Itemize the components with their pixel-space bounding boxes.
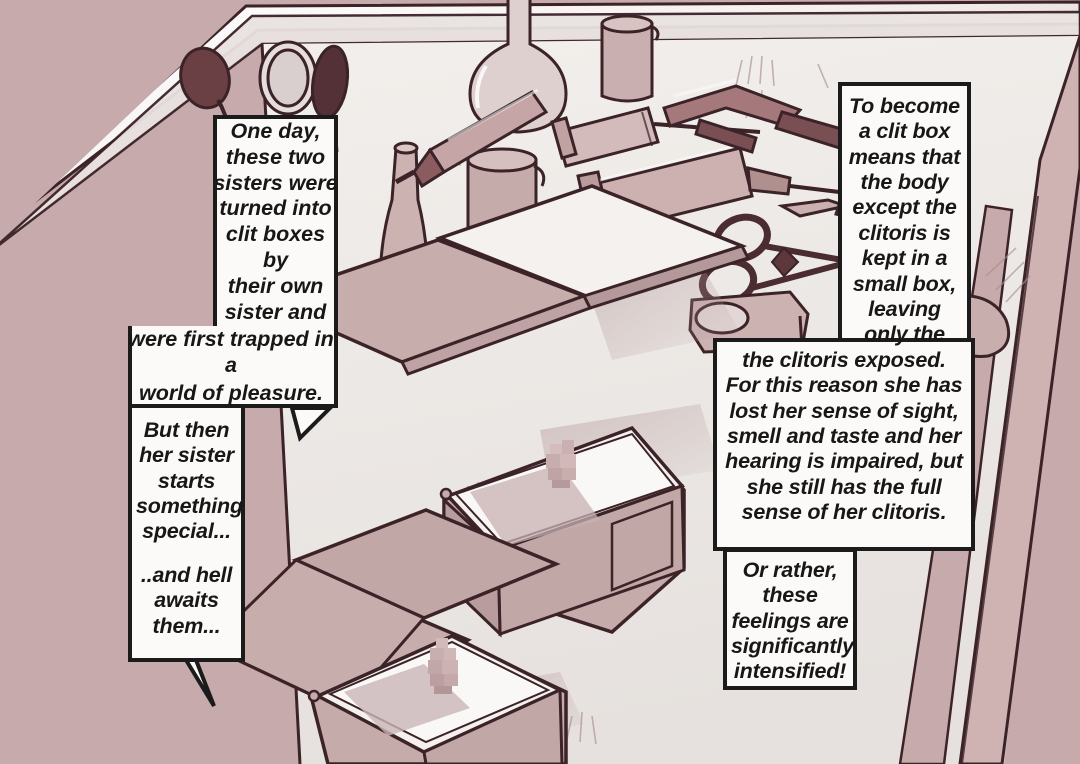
open-box-lower xyxy=(204,508,568,764)
caption-clitbox: To become a clit box means that the body… xyxy=(838,82,971,346)
caption-sister-p2: ..and hell awaits them... xyxy=(140,563,233,638)
tail-intro xyxy=(289,406,335,442)
caption-reason: the clitoris exposed. For this reason sh… xyxy=(713,338,975,551)
caption-or-rather-text: Or rather, these feelings are significan… xyxy=(731,558,854,684)
caption-or-rather: Or rather, these feelings are significan… xyxy=(723,548,857,690)
caption-intro-lower-shape xyxy=(128,326,338,408)
caption-intro-seam xyxy=(217,322,334,334)
caption-sister: But then her sister starts something spe… xyxy=(128,404,245,662)
caption-sister-p1: But then her sister starts something spe… xyxy=(136,418,243,544)
caption-intro-upper-shape xyxy=(213,115,338,347)
caption-clitbox-text: To become a clit box means that the body… xyxy=(848,94,961,347)
beaker xyxy=(600,14,660,103)
pliers xyxy=(662,78,854,154)
round-bottom-flask xyxy=(468,0,568,134)
soldering-iron xyxy=(394,88,549,189)
censored-object-lower xyxy=(428,638,458,694)
censored-object-upper xyxy=(546,440,576,488)
caption-reason-text: the clitoris exposed. For this reason sh… xyxy=(725,348,963,525)
